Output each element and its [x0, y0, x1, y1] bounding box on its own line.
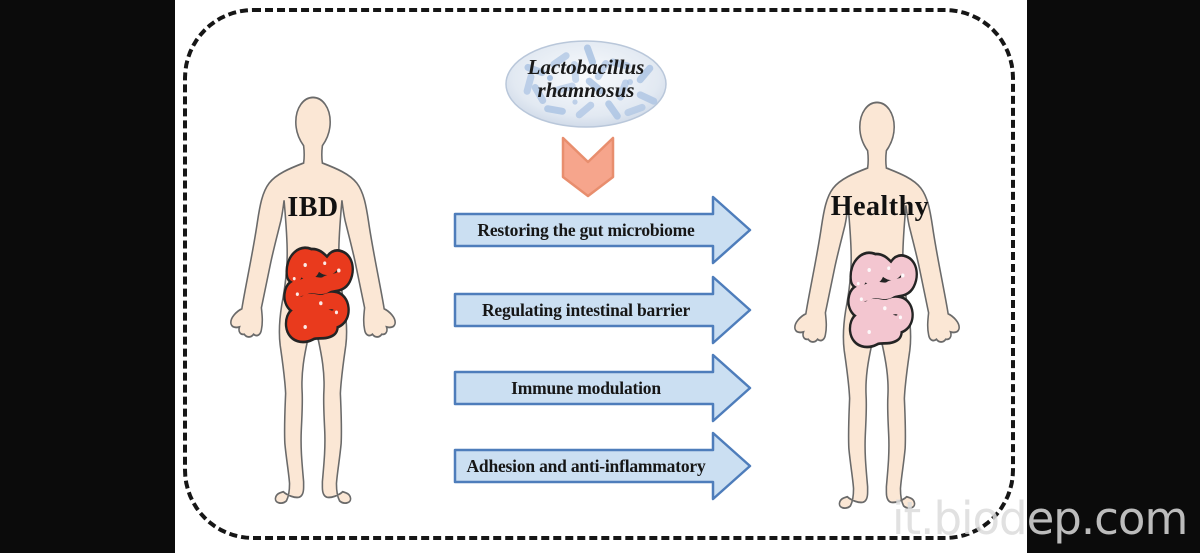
- probiotic-name: Lactobacillus rhamnosus: [505, 56, 667, 102]
- mechanism-arrow-3: Immune modulation: [453, 351, 753, 425]
- chevron-down-icon: [561, 136, 615, 198]
- probiotic-name-line2: rhamnosus: [537, 78, 635, 102]
- mechanism-arrow-2: Regulating intestinal barrier: [453, 273, 753, 347]
- inflamed-intestine-icon: [293, 257, 345, 332]
- dashed-frame: [183, 8, 1015, 540]
- healthy-intestine-icon: [857, 262, 909, 337]
- watermark: it.biodep.com: [892, 492, 1188, 545]
- bacteria-ellipse-icon: [505, 40, 667, 128]
- probiotic-name-line1: Lactobacillus: [527, 55, 645, 79]
- healthy-human-silhouette: [793, 101, 961, 509]
- mechanism-arrow-1: Restoring the gut microbiome: [453, 193, 753, 267]
- mechanism-label: Restoring the gut microbiome: [477, 220, 695, 240]
- mechanism-label: Immune modulation: [511, 378, 661, 398]
- ibd-human-silhouette: [229, 96, 397, 504]
- ibd-label: IBD: [287, 192, 339, 223]
- mechanism-label: Regulating intestinal barrier: [481, 300, 691, 320]
- healthy-label: Healthy: [830, 191, 930, 222]
- mechanism-arrow-4: Adhesion and anti-inflammatory: [453, 429, 753, 503]
- mechanism-label: Adhesion and anti-inflammatory: [466, 456, 706, 476]
